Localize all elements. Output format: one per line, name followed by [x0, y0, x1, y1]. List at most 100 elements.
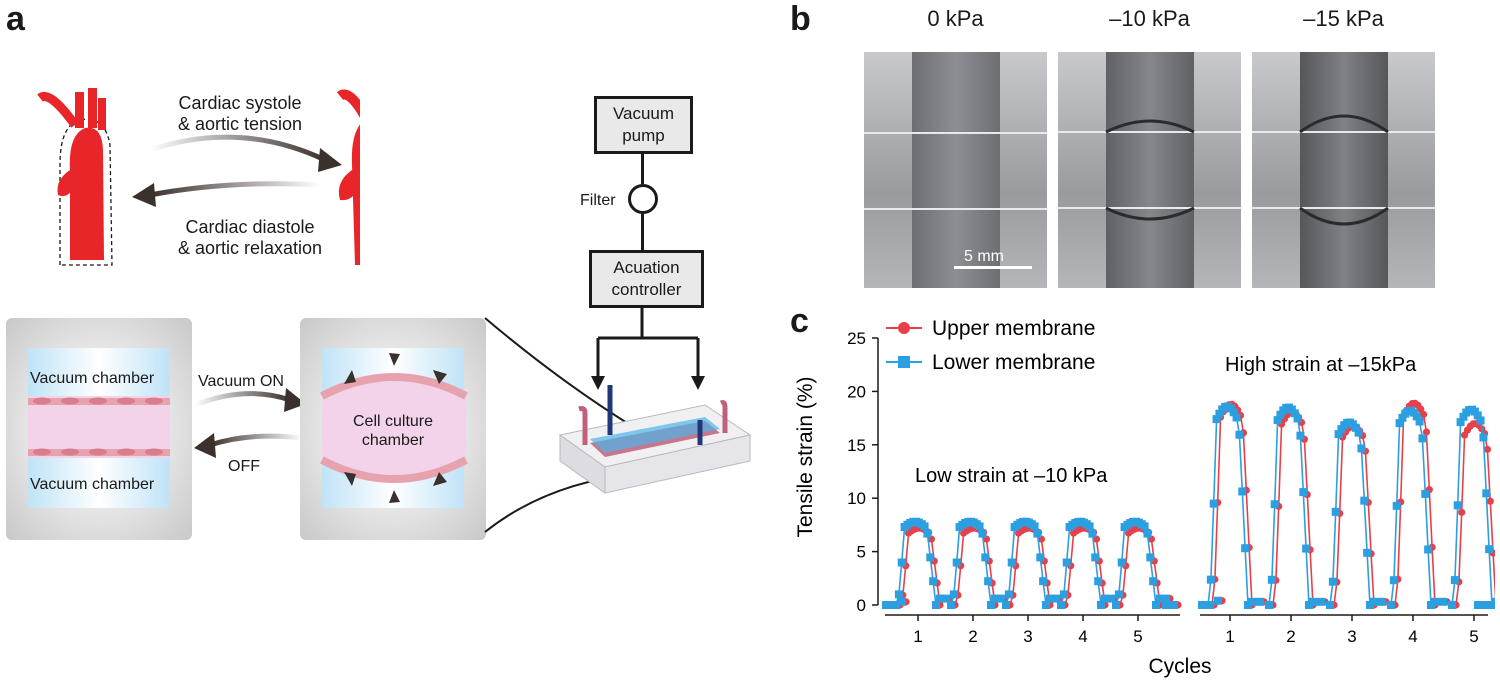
point-lower	[1387, 601, 1395, 609]
point-lower	[1302, 544, 1311, 553]
chart-series	[882, 399, 1495, 609]
panel-label-a: a	[6, 0, 25, 38]
point-lower	[1094, 577, 1103, 586]
point-lower	[1290, 409, 1299, 418]
point-lower	[1398, 413, 1407, 422]
point-lower	[1267, 575, 1276, 584]
point-lower	[892, 601, 900, 609]
point-lower	[1256, 597, 1264, 606]
point-lower	[1097, 601, 1105, 609]
point-lower	[1212, 415, 1221, 424]
legend-label-upper: Upper membrane	[932, 317, 1095, 340]
point-lower	[1488, 601, 1495, 609]
membrane-rest-box: Vacuum chamber Vacuum chamber	[6, 318, 192, 540]
vacuum-on-label: Vacuum ON	[198, 373, 284, 390]
point-lower	[1238, 487, 1247, 496]
point-lower	[894, 590, 903, 599]
point-lower	[1370, 597, 1378, 606]
point-lower	[1143, 529, 1152, 538]
filter-icon	[628, 184, 658, 214]
point-lower	[942, 594, 950, 603]
point-lower	[1062, 558, 1071, 567]
point-lower	[1317, 597, 1325, 606]
point-lower	[1206, 575, 1215, 584]
organ-chip-device	[558, 385, 752, 494]
point-lower	[1149, 577, 1158, 586]
point-lower	[1453, 501, 1462, 510]
chart-labels: Tensile strain (%) Cycles Low strain at …	[794, 317, 1417, 678]
point-lower	[997, 594, 1005, 603]
point-lower	[1412, 412, 1421, 421]
panel-label-b: b	[790, 0, 811, 38]
point-lower	[926, 553, 935, 562]
point-lower	[897, 558, 906, 567]
aorta-tensioned	[336, 89, 360, 265]
panel-label-c: c	[790, 302, 809, 340]
vacuum-chamber-top-label: Vacuum chamber	[30, 370, 155, 387]
point-lower	[1326, 601, 1334, 609]
scale-bar	[954, 266, 1032, 269]
point-lower	[1241, 544, 1250, 553]
controller-wires	[591, 306, 705, 390]
series-line-upper	[1206, 402, 1495, 607]
point-lower	[1140, 522, 1149, 531]
point-lower	[1296, 431, 1305, 440]
point-lower	[947, 601, 955, 609]
point-lower	[1448, 601, 1456, 609]
systole-label: Cardiac systole& aortic tension	[177, 93, 303, 134]
y-tick-label: 10	[847, 489, 866, 508]
point-lower	[1146, 553, 1155, 562]
point-lower	[882, 601, 890, 609]
point-lower	[1309, 597, 1317, 606]
vacuum-off-label: OFF	[228, 458, 260, 475]
point-lower	[1232, 413, 1241, 422]
point-lower	[1293, 414, 1302, 423]
point-lower	[1450, 576, 1459, 585]
systole-arrow	[149, 134, 327, 163]
pressure-label-0: 0 kPa	[927, 6, 984, 31]
filter-label: Filter	[580, 192, 616, 209]
point-lower	[1474, 601, 1482, 609]
point-lower	[1052, 594, 1060, 603]
point-upper	[1419, 410, 1428, 419]
pressure-label-1: –10 kPa	[1109, 6, 1190, 31]
point-lower	[1480, 601, 1488, 609]
point-lower	[1418, 434, 1427, 443]
point-lower	[1091, 553, 1100, 562]
point-lower	[1057, 601, 1065, 609]
point-lower	[1415, 417, 1424, 426]
point-lower	[991, 594, 999, 603]
y-tick-label: 5	[857, 543, 866, 562]
x-tick-label: 1	[913, 627, 922, 646]
x-tick-label: 5	[1469, 627, 1478, 646]
point-lower	[1117, 558, 1126, 567]
point-lower	[1492, 597, 1495, 606]
point-lower	[1036, 553, 1045, 562]
point-lower	[1473, 411, 1482, 420]
point-lower	[1421, 489, 1430, 498]
x-tick-label: 2	[968, 627, 977, 646]
point-lower	[1482, 489, 1491, 498]
point-lower	[1229, 408, 1238, 417]
point-lower	[1039, 577, 1048, 586]
point-lower	[1265, 601, 1273, 609]
point-lower	[1270, 500, 1279, 509]
x-tick-label: 5	[1133, 627, 1142, 646]
point-lower	[1162, 601, 1170, 609]
point-lower	[1156, 594, 1164, 603]
legend-label-lower: Lower membrane	[932, 351, 1095, 374]
point-lower	[949, 590, 958, 599]
point-lower	[1328, 577, 1337, 586]
point-lower	[1214, 596, 1222, 605]
point-lower	[1378, 597, 1386, 606]
point-upper	[1483, 445, 1492, 453]
point-lower	[1476, 416, 1485, 425]
legend-marker-upper	[898, 322, 910, 334]
vacuum-chamber-bottom-label: Vacuum chamber	[30, 476, 155, 493]
point-lower	[1431, 597, 1439, 606]
point-lower	[1042, 601, 1050, 609]
diastole-arrow	[149, 181, 321, 198]
